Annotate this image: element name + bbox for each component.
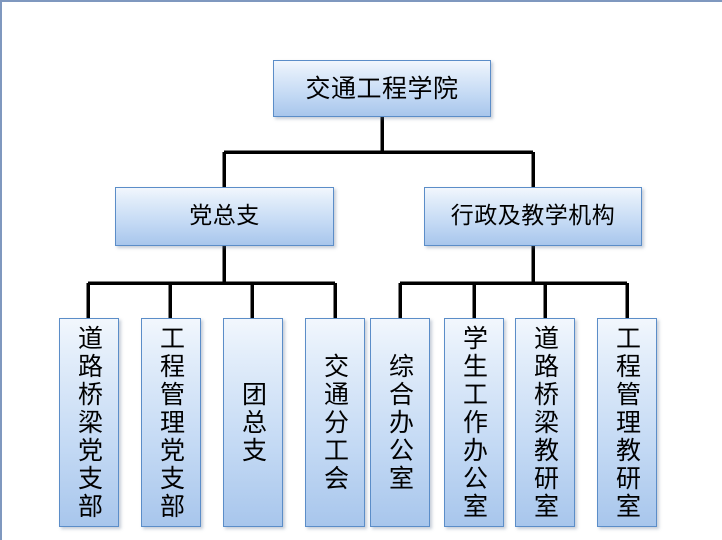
org-node-eng-mgmt-party-label: 工程管理党支部 [156,324,186,521]
org-node-youth-league-label: 团总支 [238,380,268,465]
org-node-party-branch-label: 党总支 [189,203,260,230]
org-node-admin-teaching[interactable]: 行政及教学机构 [424,187,642,246]
org-node-student-affairs-office-label: 学生工作办公室 [459,324,489,521]
org-node-road-bridge-party[interactable]: 道路桥梁党支部 [59,318,119,527]
org-node-eng-mgmt-party[interactable]: 工程管理党支部 [141,318,201,527]
org-node-party-branch[interactable]: 党总支 [115,187,334,246]
org-node-traffic-union[interactable]: 交通分工会 [305,318,365,527]
org-node-admin-teaching-label: 行政及教学机构 [450,203,616,230]
org-node-general-office-label: 综合办公室 [385,352,415,493]
org-node-road-bridge-teaching[interactable]: 道路桥梁教研室 [515,318,575,527]
org-node-student-affairs-office[interactable]: 学生工作办公室 [444,318,504,527]
org-node-eng-mgmt-teaching[interactable]: 工程管理教研室 [597,318,657,527]
org-node-youth-league[interactable]: 团总支 [223,318,283,527]
org-node-root[interactable]: 交通工程学院 [273,60,491,117]
org-node-road-bridge-teaching-label: 道路桥梁教研室 [530,324,560,521]
org-node-eng-mgmt-teaching-label: 工程管理教研室 [612,324,642,521]
org-node-traffic-union-label: 交通分工会 [320,352,350,493]
org-node-root-label: 交通工程学院 [305,74,459,103]
org-node-general-office[interactable]: 综合办公室 [370,318,430,527]
org-node-road-bridge-party-label: 道路桥梁党支部 [74,324,104,521]
